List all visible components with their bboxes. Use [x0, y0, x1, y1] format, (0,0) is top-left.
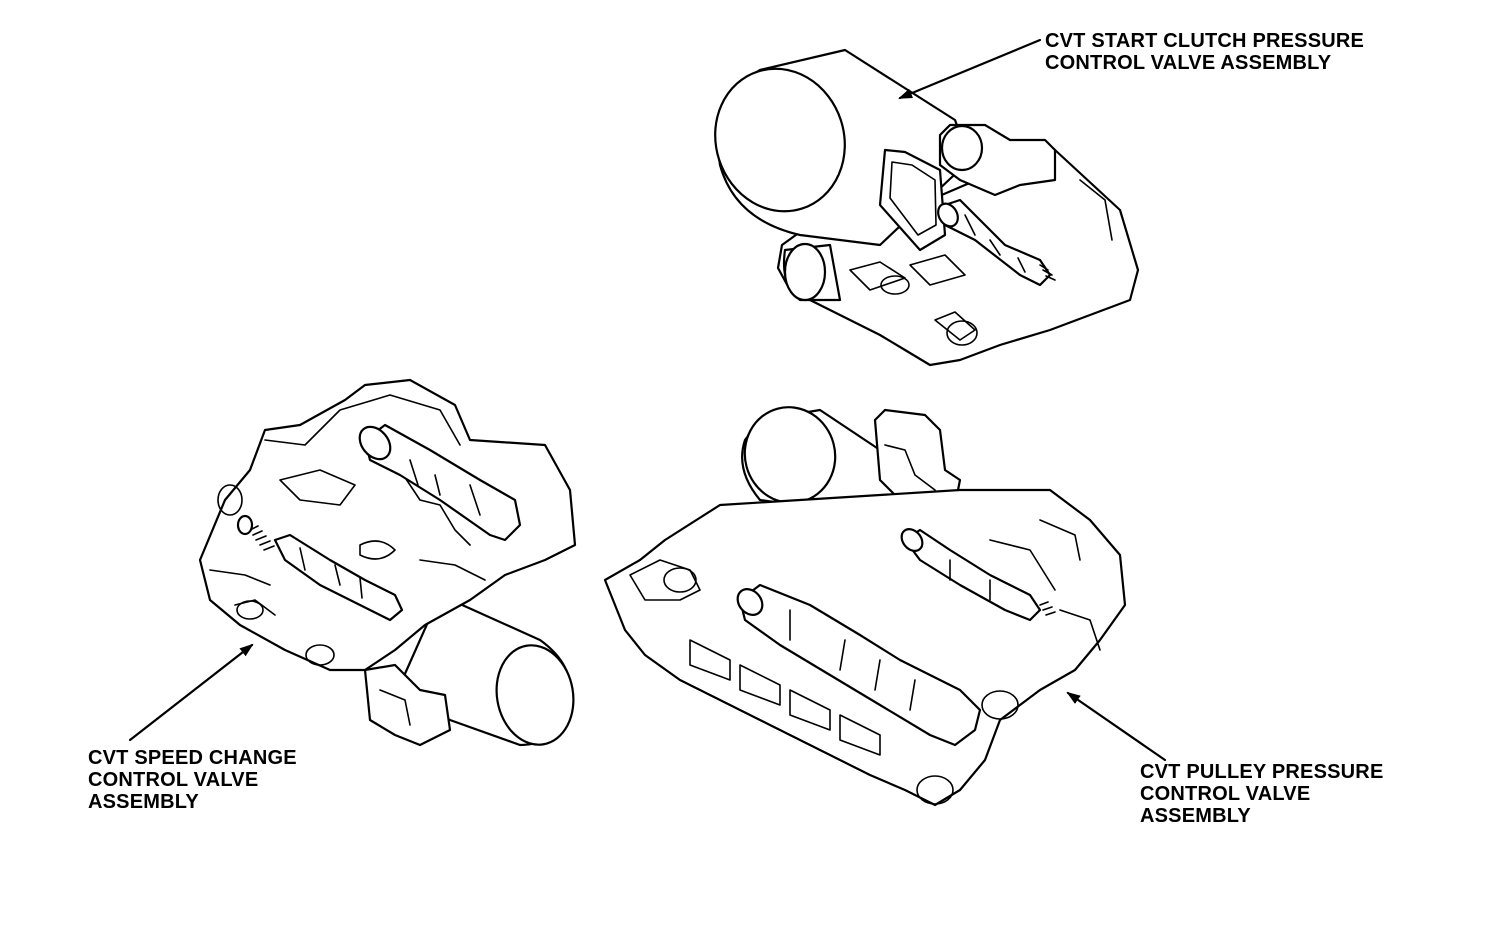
- start-clutch-valve-assembly: [714, 48, 1140, 367]
- pulley-pressure-spool-rear: [900, 528, 1056, 622]
- pulley-pressure-label-line3: ASSEMBLY: [1140, 805, 1251, 827]
- speed-change-valve-assembly: [198, 378, 577, 747]
- speed-change-label: CVT SPEED CHANGE CONTROL VALVE ASSEMBLY: [88, 747, 297, 813]
- speed-change-label-line2: CONTROL VALVE: [88, 769, 259, 791]
- speed-change-leader-arrow: [128, 643, 254, 742]
- pulley-pressure-label: CVT PULLEY PRESSURE CONTROL VALVE ASSEMB…: [1140, 761, 1383, 827]
- speed-change-valve-body: [198, 378, 577, 672]
- speed-change-spool-lower: [236, 514, 404, 622]
- start-clutch-label-line2: CONTROL VALVE ASSEMBLY: [1045, 52, 1332, 74]
- start-clutch-leader-arrow: [898, 38, 1042, 100]
- speed-change-spool-upper: [358, 423, 522, 542]
- start-clutch-label: CVT START CLUTCH PRESSURE CONTROL VALVE …: [1045, 30, 1364, 74]
- start-clutch-label-line1: CVT START CLUTCH PRESSURE: [1045, 30, 1365, 52]
- pulley-pressure-label-line2: CONTROL VALVE: [1140, 783, 1311, 805]
- start-clutch-spool: [937, 198, 1056, 287]
- speed-change-label-line3: ASSEMBLY: [88, 791, 199, 813]
- pulley-pressure-valve-assembly: [603, 406, 1127, 807]
- pulley-pressure-leader-arrow: [1066, 691, 1167, 762]
- speed-change-label-line1: CVT SPEED CHANGE: [88, 747, 297, 769]
- pulley-pressure-spool-front: [736, 583, 982, 747]
- pulley-pressure-label-line1: CVT PULLEY PRESSURE: [1140, 761, 1384, 783]
